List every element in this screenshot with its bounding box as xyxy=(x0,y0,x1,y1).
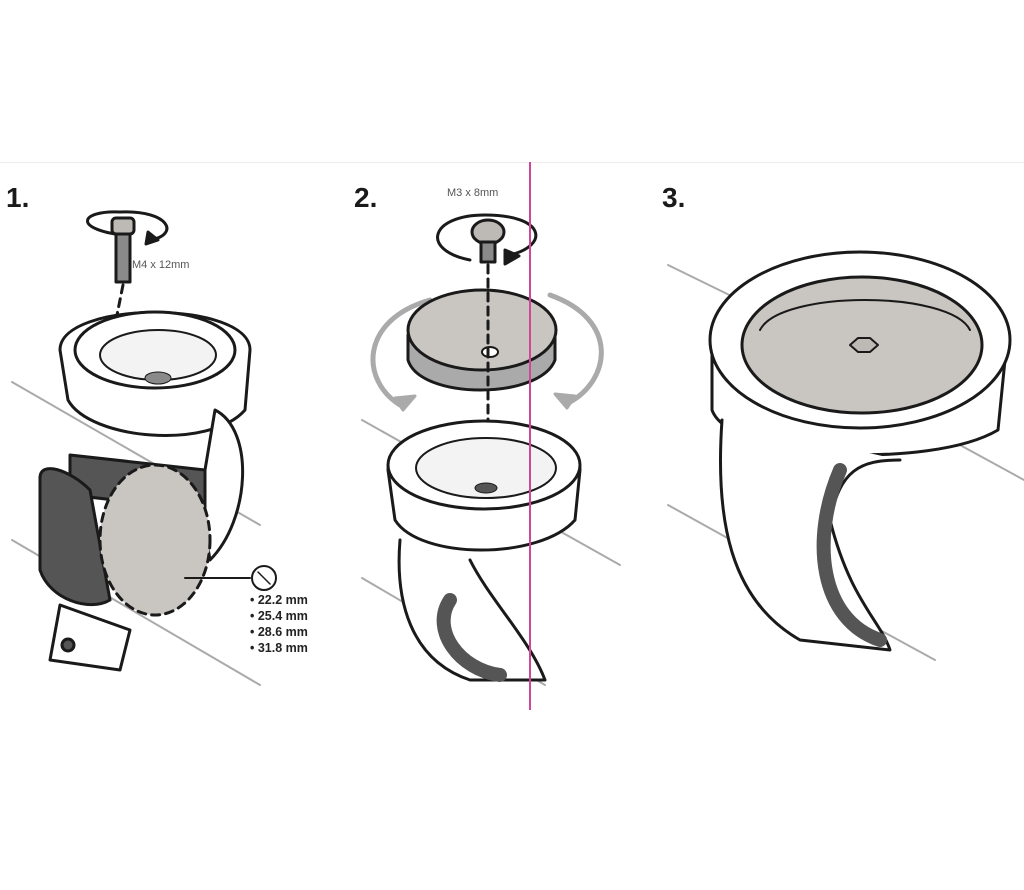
bar-size-item: • 22.2 mm xyxy=(250,593,308,607)
step-1-illustration xyxy=(11,210,277,686)
bolt-icon xyxy=(110,216,136,236)
bar-size-item: • 25.4 mm xyxy=(250,609,308,623)
step-1-number: 1. xyxy=(6,182,30,213)
step-3-illustration xyxy=(667,250,1024,661)
panel-divider-line xyxy=(529,162,531,710)
rotate-arrow-icon xyxy=(86,210,169,242)
step-3-number: 3. xyxy=(662,182,686,213)
rotate-arrow-icon xyxy=(436,213,538,262)
step-2-illustration xyxy=(361,213,621,686)
header-divider xyxy=(0,162,1024,163)
bar-diameter-list: • 22.2 mm • 25.4 mm • 28.6 mm • 31.8 mm xyxy=(250,592,308,656)
diameter-icon xyxy=(251,565,277,591)
bolt-size-label-step-2: M3 x 8mm xyxy=(447,187,499,199)
bar-size-item: • 31.8 mm xyxy=(250,641,308,655)
bolt-size-label-step-1: M4 x 12mm xyxy=(132,259,190,271)
bar-size-item: • 28.6 mm xyxy=(250,625,308,639)
step-2-number: 2. xyxy=(354,182,378,213)
